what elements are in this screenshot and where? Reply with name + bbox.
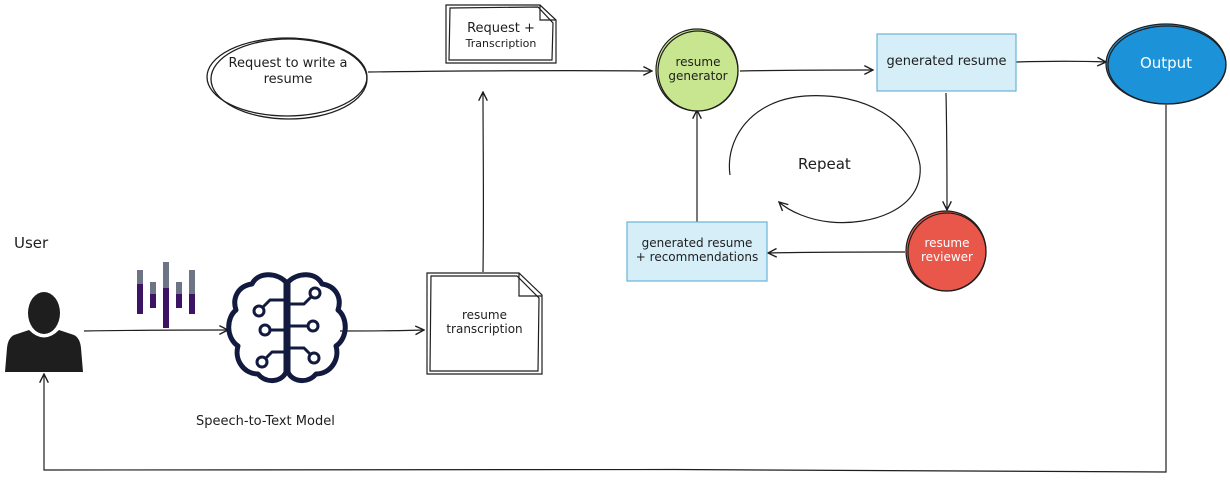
transcription-doc bbox=[426, 272, 543, 375]
resume-generator-line-1: resume bbox=[675, 55, 721, 69]
recommendations-label: generated resume + recommendations bbox=[627, 236, 767, 265]
generated-resume-label: generated resume bbox=[886, 54, 1007, 69]
transcription-doc-label: resume transcription bbox=[427, 308, 542, 337]
arrow-generator-to-generated bbox=[739, 70, 873, 71]
generated-resume-box bbox=[876, 33, 1017, 92]
arrow-reviewer-to-recommendations bbox=[768, 252, 906, 253]
audio-waveform-icon bbox=[137, 262, 195, 328]
resume-reviewer-line-1: resume bbox=[924, 236, 970, 250]
transcription-doc-line-1: resume bbox=[462, 308, 507, 322]
resume-generator-line-2: generator bbox=[668, 69, 728, 84]
recommendations-line-2: + recommendations bbox=[635, 250, 759, 265]
arrow-output-to-user bbox=[44, 105, 1167, 473]
person-silhouette-icon bbox=[5, 292, 83, 372]
connectors bbox=[44, 61, 1167, 473]
output-label: Output bbox=[1139, 54, 1193, 72]
arrow-request-to-generator bbox=[367, 71, 652, 72]
doc-top-line-1: Request + bbox=[467, 21, 535, 36]
request-transcription-doc bbox=[445, 4, 557, 64]
arrow-generated-to-reviewer bbox=[946, 92, 947, 210]
resume-reviewer-label: resume reviewer bbox=[906, 236, 988, 265]
request-node bbox=[206, 37, 368, 120]
recommendations-box bbox=[626, 221, 768, 282]
resume-generator-node bbox=[655, 28, 739, 112]
output-node bbox=[1105, 23, 1227, 105]
arrow-generated-to-output bbox=[1015, 61, 1106, 62]
resume-generator-label: resume generator bbox=[657, 55, 739, 84]
request-transcription-doc-label: Request + Transcription bbox=[446, 21, 556, 50]
speech-model-label: Speech-to-Text Model bbox=[196, 414, 335, 429]
recommendations-line-1: generated resume bbox=[641, 236, 753, 250]
arrow-model-to-transcription bbox=[339, 330, 424, 331]
resume-reviewer-line-2: reviewer bbox=[920, 250, 973, 265]
repeat-loop-arrow bbox=[728, 95, 921, 224]
doc-top-line-2: Transcription bbox=[465, 36, 537, 50]
repeat-label: Repeat bbox=[798, 155, 851, 173]
brain-circuit-icon bbox=[226, 272, 348, 383]
request-node-line-1: Request to write a bbox=[228, 56, 348, 71]
transcription-doc-line-2: transcription bbox=[446, 322, 523, 337]
user-label: User bbox=[14, 234, 49, 252]
request-node-line-2: resume bbox=[263, 71, 313, 87]
arrow-user-to-model bbox=[83, 330, 228, 331]
resume-reviewer-node bbox=[905, 210, 987, 292]
request-node-label: Request to write a resume bbox=[207, 56, 369, 87]
